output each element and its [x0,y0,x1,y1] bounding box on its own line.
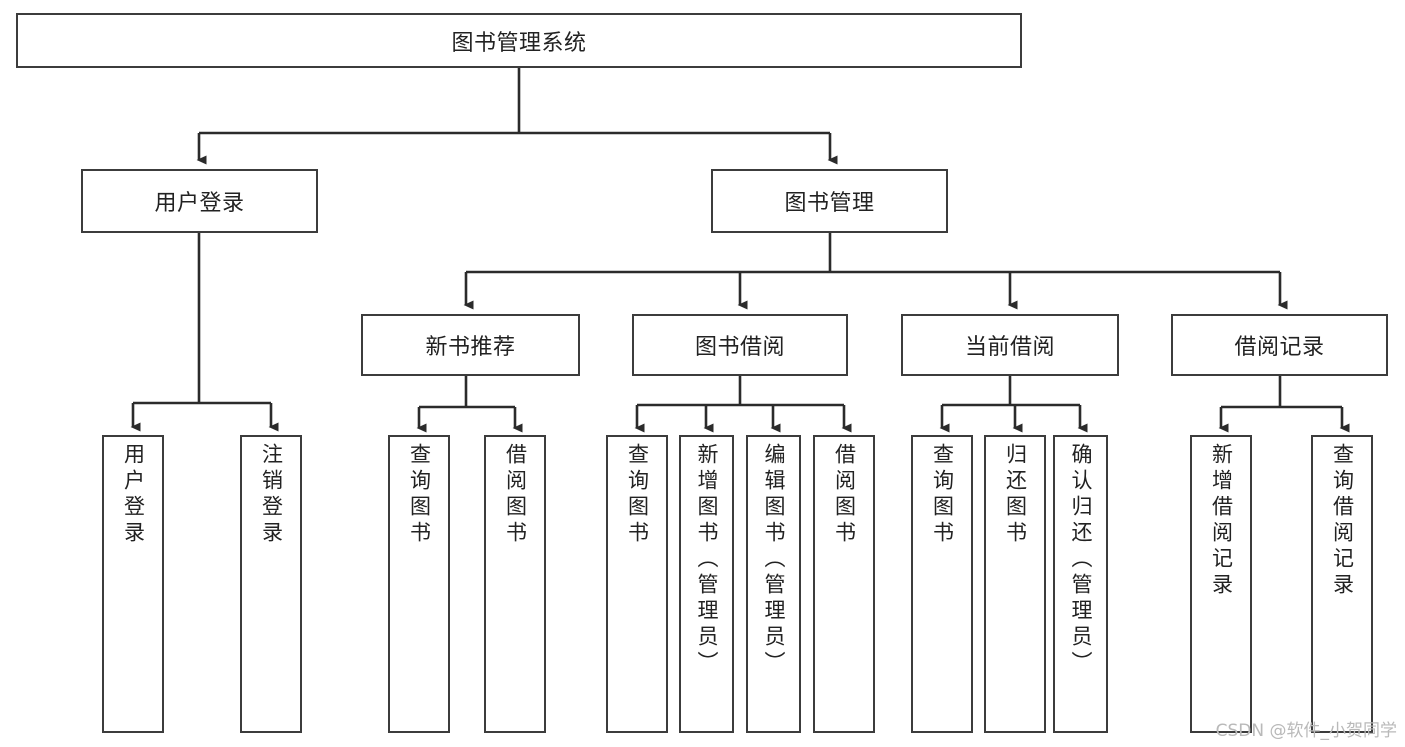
node-new-book-rec[interactable]: 新书推荐 [361,314,580,376]
leaf-query-book-2[interactable]: 查询图书 [606,435,668,733]
leaf-edit-book-label: 编辑图书（管理员） [762,443,786,677]
leaf-return-book-label: 归还图书 [1003,443,1028,547]
leaf-add-book-label: 新增图书（管理员） [695,443,719,677]
leaf-add-record[interactable]: 新增借阅记录 [1190,435,1252,733]
leaf-query-book-2-label: 查询图书 [625,443,650,547]
leaf-logout-label: 注销登录 [259,443,284,547]
leaf-borrow-book-2[interactable]: 借阅图书 [813,435,875,733]
leaf-query-record-label: 查询借阅记录 [1330,443,1355,599]
node-borrow-record[interactable]: 借阅记录 [1171,314,1388,376]
node-book-manage[interactable]: 图书管理 [711,169,948,233]
node-user-login[interactable]: 用户登录 [81,169,318,233]
leaf-edit-book[interactable]: 编辑图书（管理员） [746,435,801,733]
node-book-borrow-label: 图书借阅 [694,335,785,360]
node-current-borrow[interactable]: 当前借阅 [901,314,1119,376]
node-root-label: 图书管理系统 [451,30,587,56]
node-root[interactable]: 图书管理系统 [16,13,1022,68]
leaf-query-record[interactable]: 查询借阅记录 [1311,435,1373,733]
node-book-manage-label: 图书管理 [784,191,875,216]
leaf-confirm-return-label: 确认归还（管理员） [1069,443,1093,677]
leaf-query-book-3[interactable]: 查询图书 [911,435,973,733]
node-borrow-record-label: 借阅记录 [1234,335,1325,360]
leaf-query-book-3-label: 查询图书 [930,443,955,547]
node-new-book-rec-label: 新书推荐 [425,335,516,360]
leaf-confirm-return[interactable]: 确认归还（管理员） [1053,435,1108,733]
watermark: CSDN @软件_小贺同学 [1215,721,1397,741]
leaf-logout[interactable]: 注销登录 [240,435,302,733]
leaf-query-book-1-label: 查询图书 [407,443,432,547]
leaf-borrow-book-2-label: 借阅图书 [832,443,857,547]
node-current-borrow-label: 当前借阅 [964,335,1055,360]
leaf-query-book-1[interactable]: 查询图书 [388,435,450,733]
leaf-user-login[interactable]: 用户登录 [102,435,164,733]
leaf-user-login-label: 用户登录 [121,443,146,547]
node-book-borrow[interactable]: 图书借阅 [632,314,848,376]
leaf-borrow-book-1-label: 借阅图书 [503,443,528,547]
leaf-borrow-book-1[interactable]: 借阅图书 [484,435,546,733]
leaf-return-book[interactable]: 归还图书 [984,435,1046,733]
leaf-add-book[interactable]: 新增图书（管理员） [679,435,734,733]
leaf-add-record-label: 新增借阅记录 [1209,443,1234,599]
node-user-login-label: 用户登录 [154,191,245,216]
